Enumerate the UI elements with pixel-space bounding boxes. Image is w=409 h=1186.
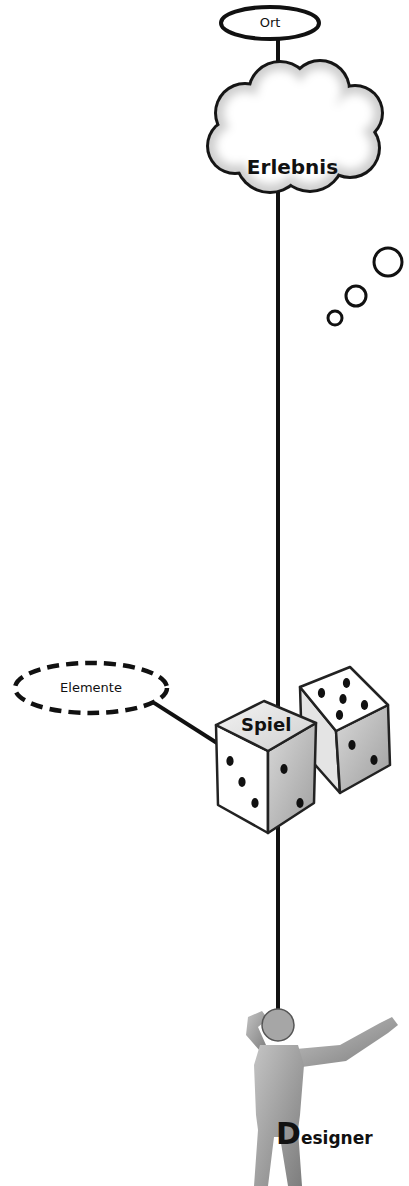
die-pip [361, 700, 368, 710]
connector-line [276, 825, 280, 1009]
die-face [216, 701, 316, 751]
thought-bubble [374, 248, 402, 276]
die-pip [296, 798, 303, 808]
front-die [216, 701, 316, 833]
die-pip [348, 740, 355, 750]
designer-figure [246, 1009, 398, 1186]
designer-figure-node: Designer [240, 1005, 408, 1186]
thought-bubble [346, 286, 366, 306]
die-pip [251, 798, 258, 808]
node-label: Erlebnis [247, 156, 338, 179]
node-label: Ort [260, 16, 281, 31]
die-pip [339, 694, 346, 704]
node-shape [212, 665, 397, 837]
die-pip [280, 764, 287, 774]
node-label: Designer [276, 1117, 373, 1152]
figure-arm [296, 1017, 398, 1067]
die-pip [343, 678, 350, 688]
thought-bubbles [328, 248, 402, 325]
node-shape [240, 1005, 408, 1186]
node-label: Elemente [60, 681, 122, 696]
cloud-fill [216, 69, 374, 184]
die-pip [336, 710, 343, 720]
cloud-shade [209, 62, 381, 191]
connector-line [276, 189, 280, 707]
experience-cloud: Erlebnis [200, 58, 385, 193]
thought-bubble [328, 311, 342, 325]
connector-line [276, 40, 280, 63]
die-pip [318, 688, 325, 698]
dashed-ellipse-outline [15, 663, 167, 713]
node-label: Spiel [241, 715, 291, 736]
elements-dashed-ellipse: Elemente [12, 660, 170, 716]
die-pip [226, 756, 233, 766]
ellipse-outline [221, 7, 319, 39]
game-dice: Spiel [212, 665, 397, 837]
connector-line [153, 702, 217, 743]
cloud-outline [206, 59, 384, 194]
figure-head [262, 1009, 294, 1041]
cloud-core [240, 93, 350, 159]
die-pip [238, 777, 245, 787]
die-pip [370, 755, 377, 765]
figure-body [254, 1045, 304, 1186]
place-ellipse: Ort [218, 4, 322, 42]
